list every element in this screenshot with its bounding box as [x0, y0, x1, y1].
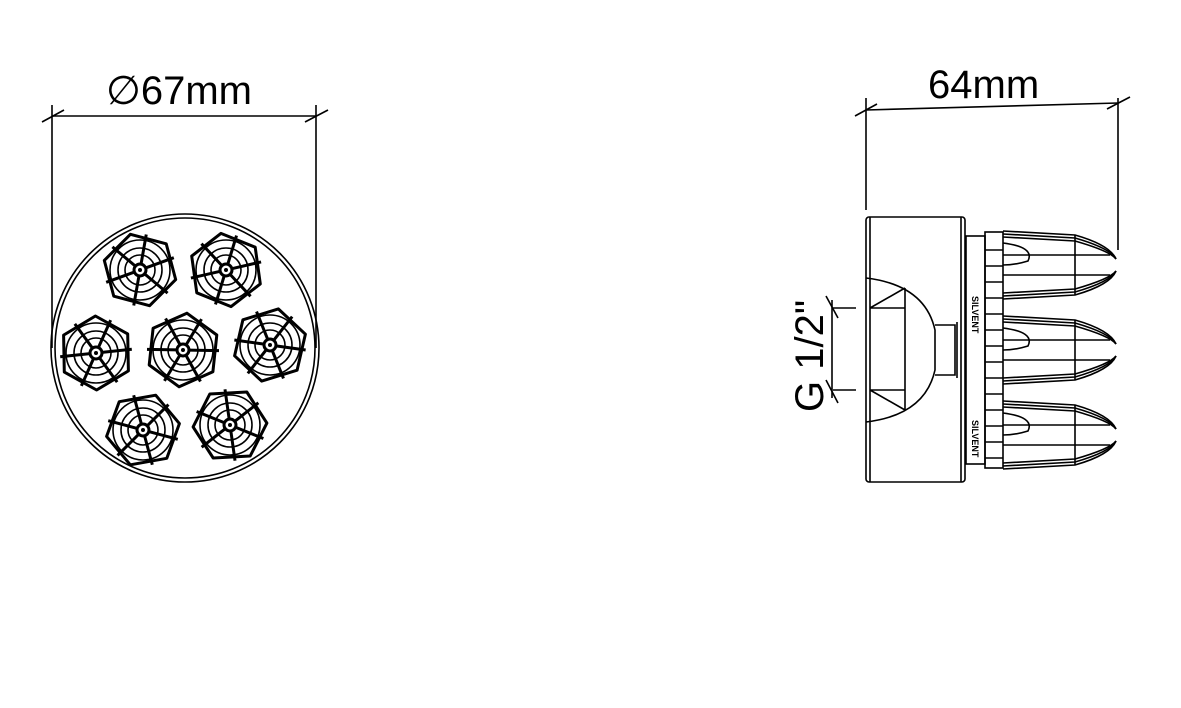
nozzle-fingers [1002, 230, 1117, 470]
nozzle-side [1002, 400, 1117, 470]
thread-dimension: G 1/2" [788, 295, 856, 412]
brand-mark: SILVENT [970, 296, 980, 334]
outer-rim [50, 213, 320, 483]
nozzle-body [865, 216, 966, 483]
brand-mark: SILVENT [970, 420, 980, 458]
side-view: 64mm G 1/2" SILVENT SILVENT [788, 63, 1131, 483]
thread-label: G 1/2" [788, 300, 832, 412]
nozzle-front [60, 314, 132, 392]
nozzle-front [190, 231, 262, 309]
diameter-dimension: ∅67mm [41, 69, 329, 348]
nozzle-front [146, 311, 220, 389]
nozzle-front [191, 389, 269, 461]
nozzle-front [233, 307, 307, 383]
nozzle-group [60, 231, 307, 467]
collar-ring [984, 231, 1004, 469]
diameter-label: ∅67mm [106, 69, 252, 113]
nozzle-front [105, 393, 181, 467]
nozzle-side [1002, 315, 1117, 385]
hemisphere-cutout [865, 277, 936, 423]
length-dimension: 64mm [854, 63, 1131, 250]
length-label: 64mm [928, 63, 1039, 107]
nozzle-front [102, 232, 178, 308]
front-view: ∅67mm [41, 69, 329, 483]
inner-rim [54, 217, 316, 479]
nozzle-side [1002, 230, 1117, 300]
